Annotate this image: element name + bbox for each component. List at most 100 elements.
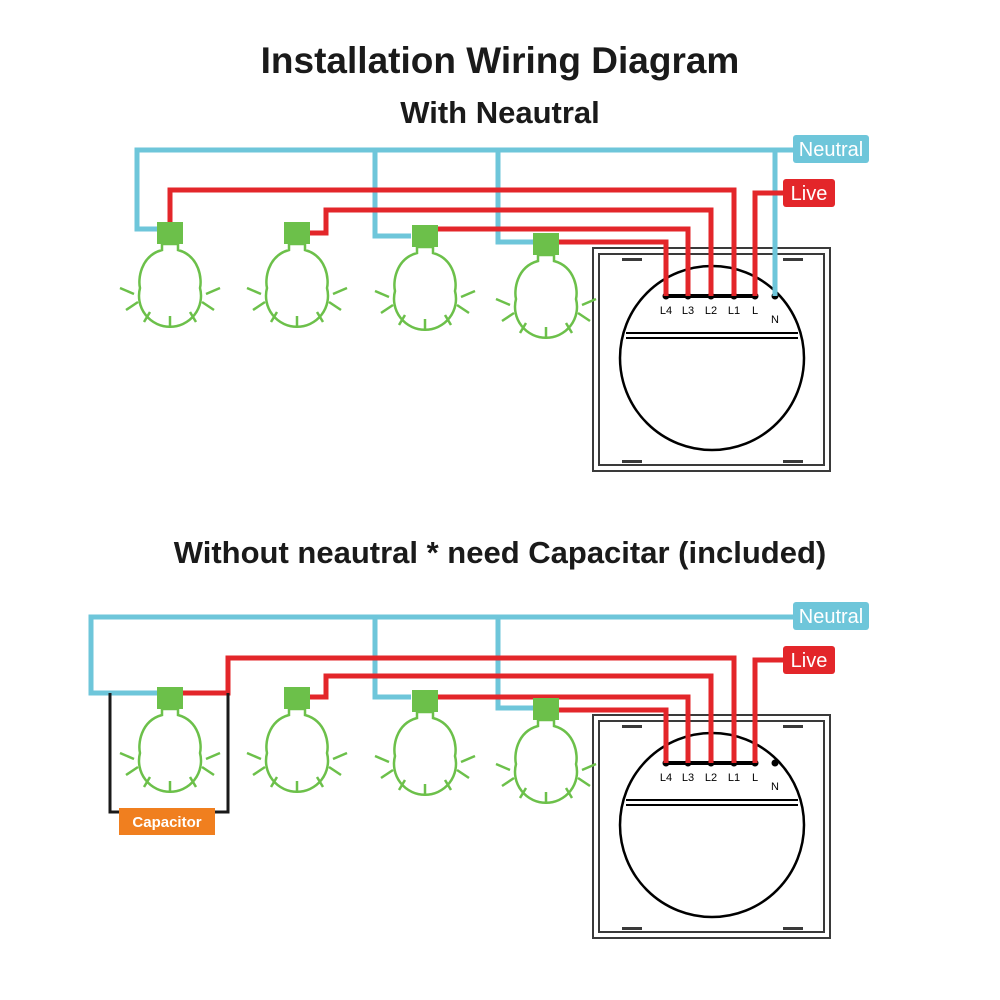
bulb-icon xyxy=(495,233,597,339)
light-ray xyxy=(581,297,597,307)
bulb-cap xyxy=(533,233,559,255)
neutral-label: Neutral xyxy=(793,602,869,630)
light-ray xyxy=(332,751,348,761)
live-wire-l1 xyxy=(183,655,737,763)
capacitor-label-text: Capacitor xyxy=(132,814,201,831)
light-ray xyxy=(564,322,574,334)
terminal-label: L xyxy=(752,772,758,784)
light-ray xyxy=(374,754,390,764)
bulb-icon xyxy=(374,225,476,331)
light-ray xyxy=(460,754,476,764)
bulb-icon xyxy=(246,222,348,328)
light-ray xyxy=(246,751,262,761)
bulb-glass xyxy=(264,242,330,328)
light-ray xyxy=(380,303,394,315)
neutral-wire xyxy=(495,617,533,711)
light-ray xyxy=(380,768,394,780)
bulb-cap xyxy=(284,687,310,709)
light-ray xyxy=(328,300,342,312)
light-ray xyxy=(246,286,262,296)
bulb-glass xyxy=(513,718,579,804)
bulb-icon xyxy=(495,698,597,804)
terminal-label: L3 xyxy=(682,772,694,784)
neutral-label: Neutral xyxy=(793,135,869,163)
bulb-glass xyxy=(392,245,458,331)
bulb-glass xyxy=(392,710,458,796)
switch-clip xyxy=(783,258,803,261)
light-ray xyxy=(205,286,221,296)
light-ray xyxy=(564,787,574,799)
light-ray xyxy=(577,776,591,788)
bulb-cap xyxy=(533,698,559,720)
live-label-bg xyxy=(783,179,835,207)
light-ray xyxy=(315,311,325,323)
light-ray xyxy=(142,311,152,323)
neutral-wire xyxy=(88,614,793,696)
light-ray xyxy=(495,762,511,772)
neutral-label-text: Neutral xyxy=(799,606,863,628)
terminal-label: L xyxy=(752,305,758,317)
light-ray xyxy=(269,311,279,323)
live-wire-l4 xyxy=(559,707,669,763)
light-ray xyxy=(577,311,591,323)
neutral-wire xyxy=(372,150,411,239)
switch-clip xyxy=(622,258,642,261)
terminal-label: N xyxy=(771,781,779,793)
section-heading-without-neutral: Without neautral * need Capacitar (inclu… xyxy=(173,535,827,570)
light-ray xyxy=(125,300,139,312)
live-wire-l3 xyxy=(437,694,691,763)
light-ray xyxy=(269,776,279,788)
light-ray xyxy=(332,286,348,296)
neutral-label-bg xyxy=(793,135,869,163)
bulb-glass xyxy=(513,253,579,339)
light-ray xyxy=(125,765,139,777)
live-label: Live xyxy=(783,646,835,674)
bulb-icon xyxy=(119,222,221,328)
neutral-wire xyxy=(372,617,411,700)
switch-clip xyxy=(783,725,803,728)
neutral-label-text: Neutral xyxy=(799,139,863,161)
terminal-label: L2 xyxy=(705,772,717,784)
light-ray xyxy=(518,787,528,799)
light-ray xyxy=(501,311,515,323)
light-ray xyxy=(501,776,515,788)
bulb-cap xyxy=(157,687,183,709)
light-ray xyxy=(397,314,407,326)
live-wire-l3 xyxy=(437,226,691,296)
terminal-label: L4 xyxy=(660,772,672,784)
terminal-label: L2 xyxy=(705,305,717,317)
switch-clip xyxy=(622,725,642,728)
neutral-label-bg xyxy=(793,602,869,630)
bulb-cap xyxy=(284,222,310,244)
light-ray xyxy=(119,286,135,296)
neutral-wire xyxy=(134,147,778,296)
live-wire-l2 xyxy=(310,673,714,763)
light-ray xyxy=(315,776,325,788)
terminal-label: L4 xyxy=(660,305,672,317)
live-label-text: Live xyxy=(791,183,828,205)
light-ray xyxy=(252,300,266,312)
live-label-bg xyxy=(783,646,835,674)
bulb-icon xyxy=(119,687,221,793)
light-ray xyxy=(188,311,198,323)
light-ray xyxy=(201,300,215,312)
light-ray xyxy=(456,768,470,780)
bulb-glass xyxy=(264,707,330,793)
light-ray xyxy=(443,314,453,326)
light-ray xyxy=(460,289,476,299)
light-ray xyxy=(188,776,198,788)
capacitor-label: Capacitor xyxy=(119,808,215,835)
light-ray xyxy=(205,751,221,761)
light-ray xyxy=(374,289,390,299)
terminal-dot xyxy=(771,759,779,767)
terminal-label: L1 xyxy=(728,772,740,784)
light-ray xyxy=(201,765,215,777)
live-label: Live xyxy=(783,179,835,207)
bulb-glass xyxy=(137,707,203,793)
diagram-title: Installation Wiring Diagram xyxy=(260,40,740,81)
light-ray xyxy=(142,776,152,788)
light-ray xyxy=(456,303,470,315)
bulb-cap xyxy=(412,690,438,712)
neutral-wire xyxy=(495,150,533,245)
